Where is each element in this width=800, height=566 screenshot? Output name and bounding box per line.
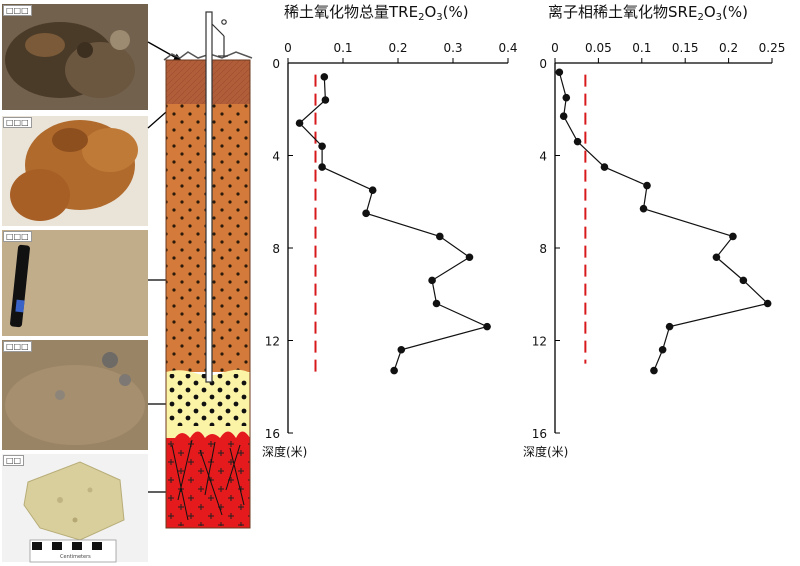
photo-label-semi-weathered: □□□ <box>3 341 32 352</box>
y-axis: 0 4 8 12 16 <box>532 57 560 441</box>
y-tick-label: 0 <box>539 57 547 71</box>
data-point <box>562 93 571 102</box>
x-axis: 0 0.05 0.1 0.15 0.2 0.25 <box>551 41 786 64</box>
pen-icon <box>10 244 30 328</box>
data-point <box>368 186 377 194</box>
soil-profile-column <box>163 11 253 529</box>
data-point <box>397 345 406 354</box>
x-tick-label: 0.4 <box>498 41 517 55</box>
y-axis-label: 深度(米) <box>523 444 568 459</box>
photo-label-bedrock: □□ <box>3 455 25 466</box>
data-point <box>658 345 667 354</box>
data-point <box>390 366 398 375</box>
y-axis: 0 4 8 12 16 <box>265 57 293 441</box>
y-tick-label: 16 <box>265 427 280 441</box>
data-point <box>483 322 491 331</box>
data-point <box>643 181 651 190</box>
photo-saprolite <box>2 230 148 336</box>
x-axis: 0 0.1 0.2 0.3 0.4 <box>284 41 518 64</box>
y-tick-label: 12 <box>532 335 547 349</box>
photo-label-saprolite: □□□ <box>3 231 32 242</box>
x-tick-label: 0 <box>284 41 292 55</box>
scale-bar: Centimeters <box>29 539 117 563</box>
series-line <box>298 76 489 371</box>
data-point <box>318 142 326 151</box>
x-tick-label: 0.2 <box>719 41 738 55</box>
x-tick-label: 0 <box>551 41 559 55</box>
data-point <box>559 112 568 120</box>
x-tick-label: 0.1 <box>632 41 651 55</box>
data-point <box>600 163 609 171</box>
x-tick-label: 0.3 <box>443 41 462 55</box>
ground-surface <box>163 51 253 61</box>
y-tick-label: 4 <box>539 150 547 164</box>
series-points <box>555 68 772 375</box>
data-point <box>320 73 329 81</box>
data-point <box>432 299 441 308</box>
series-points <box>295 73 491 375</box>
y-tick-label: 12 <box>265 335 280 349</box>
y-axis-label: 深度(米) <box>262 444 307 459</box>
arrow-topsoil <box>147 41 182 61</box>
profile-polyline <box>298 76 489 371</box>
x-tick-label: 0.1 <box>333 41 352 55</box>
y-tick-label: 16 <box>532 427 547 441</box>
photo-laterite <box>2 116 148 226</box>
photo-topsoil <box>2 4 148 110</box>
photo-semi-weathered <box>2 340 148 450</box>
data-point <box>428 276 436 285</box>
drill-rig-icon <box>205 11 228 383</box>
chart-tre: 稀土氧化物总量TRE2O3(%) 0 0.1 0.2 0.3 0.4 0 4 8 12 16 深… <box>262 3 518 459</box>
data-point <box>295 119 304 127</box>
scale-bar-caption: Centimeters <box>60 554 91 560</box>
data-point <box>665 322 674 331</box>
photo-label-laterite: □□□ <box>3 117 32 128</box>
y-tick-label: 0 <box>272 57 280 71</box>
x-tick-label: 0.25 <box>759 41 786 55</box>
y-tick-label: 4 <box>272 150 280 164</box>
series-line <box>558 72 769 371</box>
data-point <box>712 253 721 262</box>
bedrock-fractures <box>171 439 245 521</box>
photo-column: Centimeters <box>2 4 148 563</box>
data-point <box>555 68 564 77</box>
data-point <box>436 232 444 241</box>
data-point <box>362 209 370 218</box>
chart-title: 稀土氧化物总量TRE2O3(%) <box>284 3 469 23</box>
y-tick-label: 8 <box>539 242 547 256</box>
data-point <box>650 366 658 375</box>
x-tick-label: 0.05 <box>585 41 612 55</box>
data-point <box>739 276 748 285</box>
data-point <box>573 137 582 146</box>
x-tick-label: 0.15 <box>672 41 699 55</box>
data-point <box>465 253 474 262</box>
data-point <box>763 299 772 308</box>
photo-bedrock: Centimeters <box>2 454 148 563</box>
profile-polyline <box>558 72 769 371</box>
data-point <box>321 96 330 104</box>
data-point <box>318 163 326 171</box>
photo-label-topsoil: □□□ <box>3 5 32 16</box>
data-point <box>729 232 737 241</box>
data-point <box>639 204 648 213</box>
chart-sre: 离子相稀土氧化物SRE2O3(%) 0 0.05 0.1 0.15 0.2 0.25 0 4… <box>523 3 785 459</box>
x-tick-label: 0.2 <box>388 41 407 55</box>
y-tick-label: 8 <box>272 242 280 256</box>
chart-title: 离子相稀土氧化物SRE2O3(%) <box>548 3 748 23</box>
